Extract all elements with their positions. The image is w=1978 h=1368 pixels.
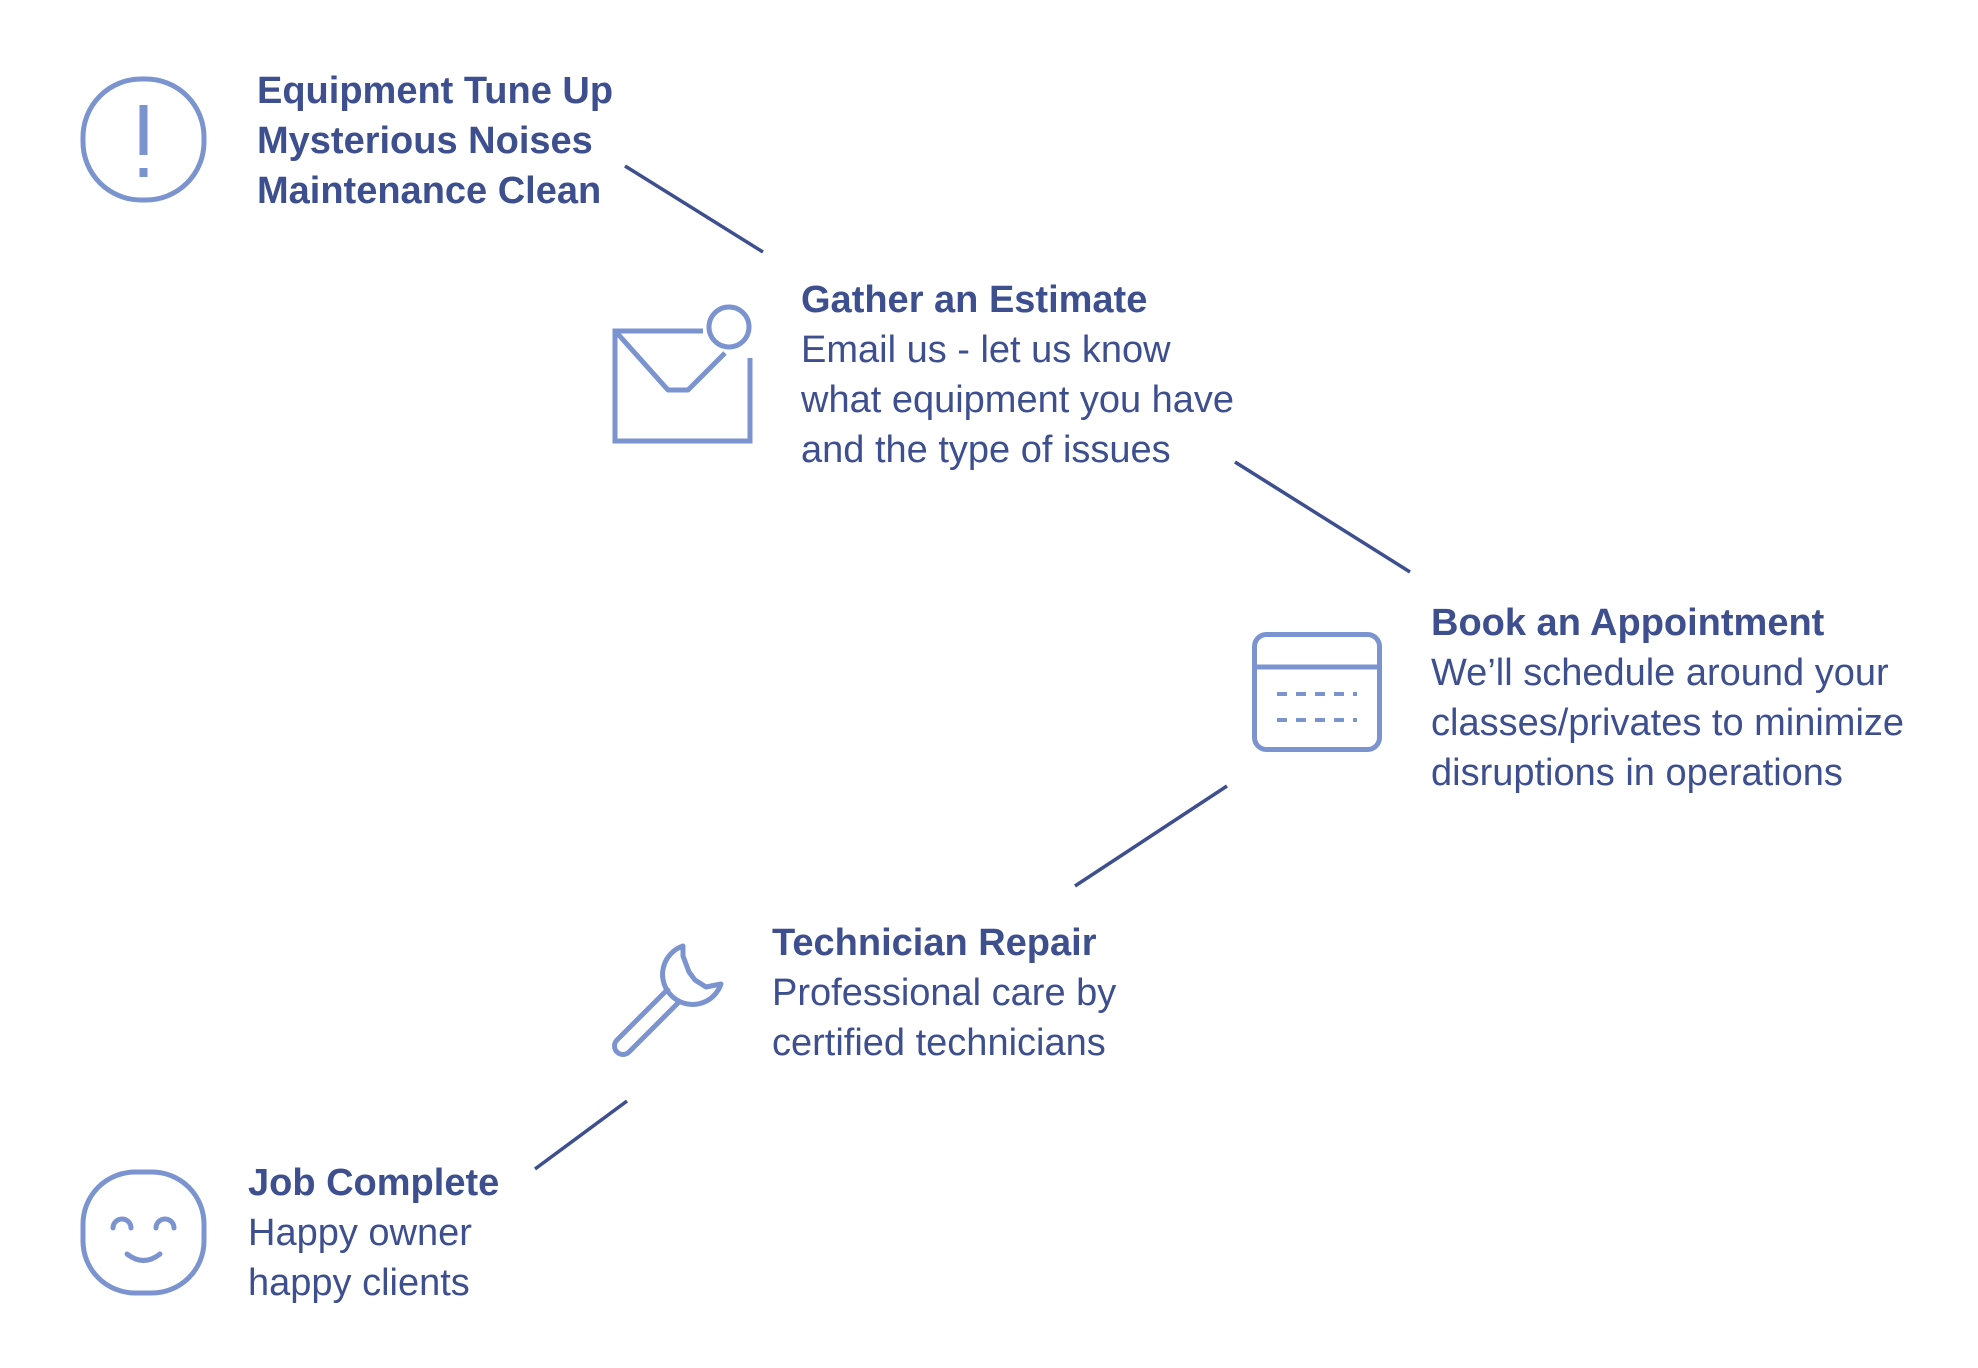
step-complete: Job Complete Happy owner happy clients <box>248 1158 499 1308</box>
step-estimate: Gather an Estimate Email us - let us kno… <box>801 275 1234 475</box>
connector-4-5 <box>533 1099 629 1171</box>
envelope-notification-icon <box>612 303 753 444</box>
step-estimate-desc-line: and the type of issues <box>801 429 1171 471</box>
step-appointment-desc-line: disruptions in operations <box>1431 752 1843 794</box>
step-estimate-desc-line: Email us - let us know <box>801 329 1171 371</box>
step-appointment-desc-line: We’ll schedule around your <box>1431 652 1889 694</box>
step-issues-title-line: Mysterious Noises <box>257 120 593 162</box>
alert-icon <box>80 76 207 203</box>
step-repair-desc-line: Professional care by <box>772 972 1117 1014</box>
step-estimate-desc-line: what equipment you have <box>801 379 1235 421</box>
step-appointment: Book an Appointment We’ll schedule aroun… <box>1431 598 1904 798</box>
step-estimate-title: Gather an Estimate <box>801 279 1148 321</box>
step-issues: Equipment Tune Up Mysterious Noises Main… <box>257 66 613 216</box>
connector-1-2 <box>624 164 764 254</box>
wrench-icon <box>611 940 727 1057</box>
step-issues-title-line: Equipment Tune Up <box>257 70 614 112</box>
step-repair-title: Technician Repair <box>772 922 1097 964</box>
step-appointment-title: Book an Appointment <box>1431 602 1825 644</box>
step-issues-title-line: Maintenance Clean <box>257 170 602 212</box>
step-complete-desc-line: Happy owner <box>248 1212 472 1254</box>
step-complete-title: Job Complete <box>248 1162 500 1204</box>
smiley-icon <box>80 1169 207 1296</box>
step-repair: Technician Repair Professional care by c… <box>772 918 1116 1068</box>
step-appointment-desc-line: classes/privates to minimize <box>1431 702 1905 744</box>
calendar-icon <box>1252 632 1382 752</box>
step-repair-desc-line: certified technicians <box>772 1022 1106 1064</box>
step-complete-desc-line: happy clients <box>248 1262 470 1304</box>
connector-3-4 <box>1074 784 1228 888</box>
connector-2-3 <box>1234 460 1411 574</box>
